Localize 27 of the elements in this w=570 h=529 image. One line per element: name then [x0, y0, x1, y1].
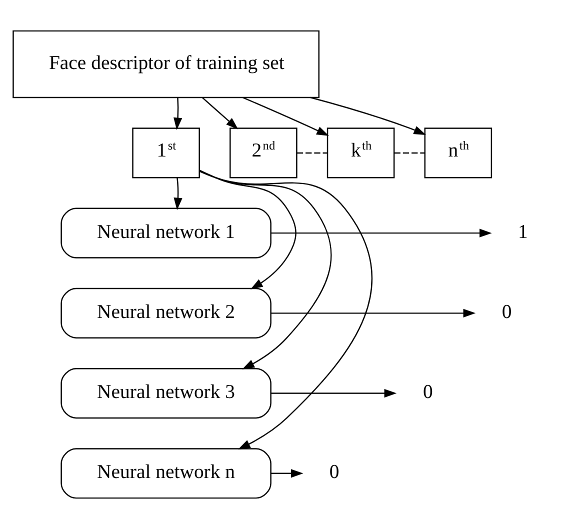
arrow [202, 97, 238, 130]
arrow [174, 98, 182, 130]
arrow [174, 178, 182, 210]
node-text: 0 [502, 300, 512, 323]
arrow [271, 388, 397, 398]
node-box: k$^{th}$ [326, 128, 395, 178]
node-box: Face descriptor of training set [12, 30, 320, 98]
node-box: 1$^{st}$ [132, 128, 200, 178]
arrow [310, 96, 426, 135]
node-box: n$^{th}$ [424, 128, 492, 178]
node-text: 1 [518, 220, 528, 243]
connector [296, 152, 328, 154]
node-text: 0 [423, 380, 433, 403]
arrow [270, 469, 304, 478]
node-box: Neural network 3 [60, 368, 272, 419]
node-box: Neural network n [60, 448, 272, 499]
node-box: 2$^{nd}$ [230, 128, 298, 178]
arrow [199, 170, 332, 370]
connector [394, 152, 425, 154]
arrow [271, 308, 476, 318]
node-text: 0 [329, 461, 340, 484]
arrow [271, 228, 492, 238]
node-box: Neural network 2 [60, 288, 272, 338]
node-box: Neural network 1 [60, 208, 272, 258]
arrow [199, 170, 373, 450]
arrow [242, 96, 329, 136]
arrow [199, 170, 296, 290]
